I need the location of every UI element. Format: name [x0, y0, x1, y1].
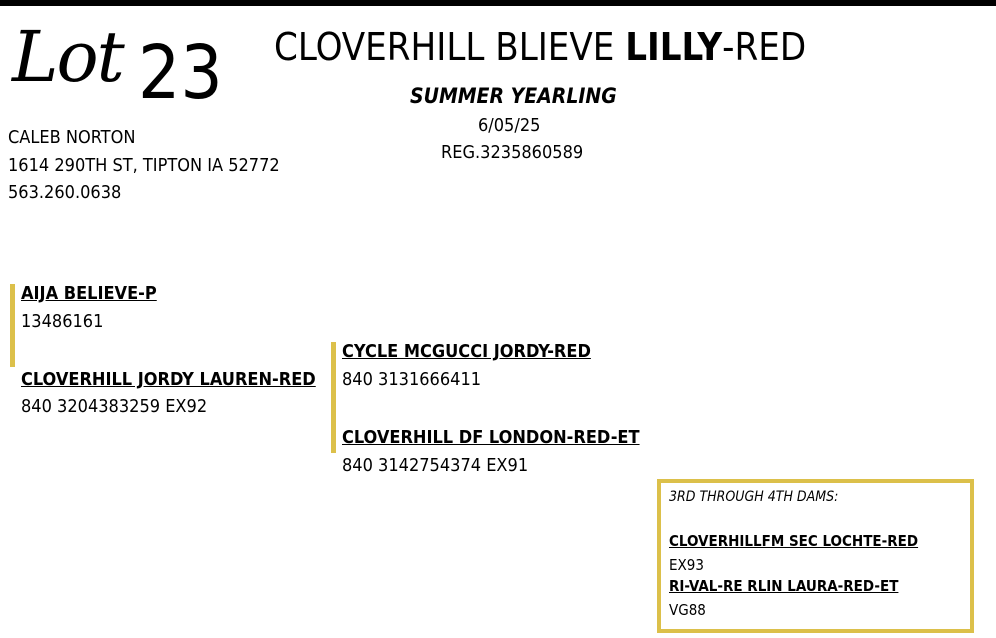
- dam-dam-name: CLOVERHILL DF LONDON-RED-ET: [342, 427, 640, 448]
- sire-number: 13486161: [21, 311, 104, 332]
- owner-address: 1614 290TH ST, TIPTON IA 52772: [8, 154, 280, 176]
- birth-date: 6/05/25: [478, 115, 541, 136]
- owner-block: CALEB NORTON 1614 290TH ST, TIPTON IA 52…: [8, 124, 280, 207]
- title-prefix: CLOVERHILL BLIEVE: [274, 25, 626, 69]
- fourth-dam-name: RI-VAL-RE RLIN LAURA-RED-ET: [669, 577, 899, 595]
- third-dam-score: EX93: [669, 556, 704, 574]
- dam-dam-number: 840 3142754374 EX91: [342, 455, 529, 476]
- sire-name: AIJA BELIEVE-P: [21, 283, 157, 304]
- lot-number: 23: [138, 30, 223, 116]
- owner-name: CALEB NORTON: [8, 127, 136, 148]
- dam-sire-name: CYCLE MCGUCCI JORDY-RED: [342, 341, 591, 362]
- title-suffix: -RED: [722, 25, 807, 69]
- dam-bracket: [331, 342, 336, 453]
- top-border: [0, 0, 996, 6]
- dam-name: CLOVERHILL JORDY LAUREN-RED: [21, 369, 316, 390]
- dam-sire-number: 840 3131666411: [342, 369, 482, 390]
- animal-title: CLOVERHILL BLIEVE LILLY-RED: [274, 28, 806, 66]
- dam-number: 840 3204383259 EX92: [21, 396, 208, 417]
- sire-bracket: [10, 284, 15, 367]
- dams-heading: 3RD THROUGH 4TH DAMS:: [669, 489, 839, 505]
- fourth-dam-score: VG88: [669, 601, 706, 619]
- class-label: SUMMER YEARLING: [410, 84, 617, 108]
- dams-box: [657, 479, 974, 633]
- owner-phone: 563.260.0638: [8, 182, 122, 203]
- title-bold: LILLY: [625, 25, 723, 69]
- lot-script-label: Lot: [12, 16, 125, 98]
- registration-number: REG.3235860589: [441, 142, 584, 163]
- third-dam-name: CLOVERHILLFM SEC LOCHTE-RED: [669, 532, 919, 550]
